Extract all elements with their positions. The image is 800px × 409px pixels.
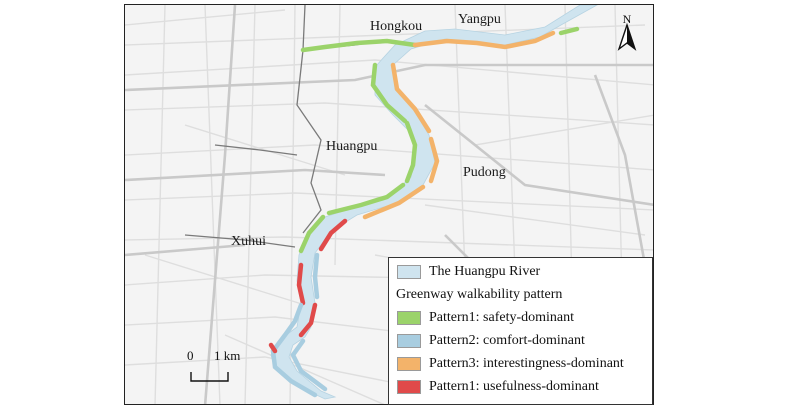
legend-row-pattern-interestingness: Pattern3: interestingness-dominant bbox=[397, 355, 624, 373]
legend-row-pattern-safety: Pattern1: safety-dominant bbox=[397, 309, 574, 327]
district-label-hongkou: Hongkou bbox=[370, 19, 423, 34]
district-label-huangpu: Huangpu bbox=[326, 139, 378, 154]
legend-row-pattern-usefulness: Pattern1: usefulness-dominant bbox=[397, 378, 599, 396]
legend-label-interestingness: Pattern3: interestingness-dominant bbox=[429, 356, 624, 371]
legend-label-river: The Huangpu River bbox=[429, 264, 541, 279]
legend-swatch-interestingness bbox=[397, 357, 421, 371]
legend-label-usefulness: Pattern1: usefulness-dominant bbox=[429, 379, 599, 394]
legend-row-river: The Huangpu River bbox=[397, 263, 540, 281]
map-legend: The Huangpu River Greenway walkability p… bbox=[388, 257, 653, 405]
legend-swatch-comfort bbox=[397, 334, 421, 348]
district-label-xuhui: Xuhui bbox=[231, 234, 266, 249]
scale-distance-label: 1 km bbox=[214, 348, 241, 363]
scale-bar-line bbox=[190, 372, 229, 382]
scale-zero-label: 0 bbox=[187, 348, 194, 363]
north-arrow-icon: N bbox=[617, 12, 637, 51]
district-label-yangpu: Yangpu bbox=[458, 12, 501, 27]
greenway-segments bbox=[268, 26, 580, 398]
legend-swatch-usefulness bbox=[397, 380, 421, 394]
legend-title-text: Greenway walkability pattern bbox=[396, 287, 563, 302]
legend-swatch-river bbox=[397, 265, 421, 279]
legend-swatch-safety bbox=[397, 311, 421, 325]
legend-label-safety: Pattern1: safety-dominant bbox=[429, 310, 575, 325]
legend-row-pattern-comfort: Pattern2: comfort-dominant bbox=[397, 332, 585, 350]
legend-label-comfort: Pattern2: comfort-dominant bbox=[429, 333, 585, 348]
north-arrow-letter: N bbox=[623, 12, 632, 26]
district-label-pudong: Pudong bbox=[463, 165, 506, 180]
legend-title: Greenway walkability pattern bbox=[396, 286, 562, 304]
